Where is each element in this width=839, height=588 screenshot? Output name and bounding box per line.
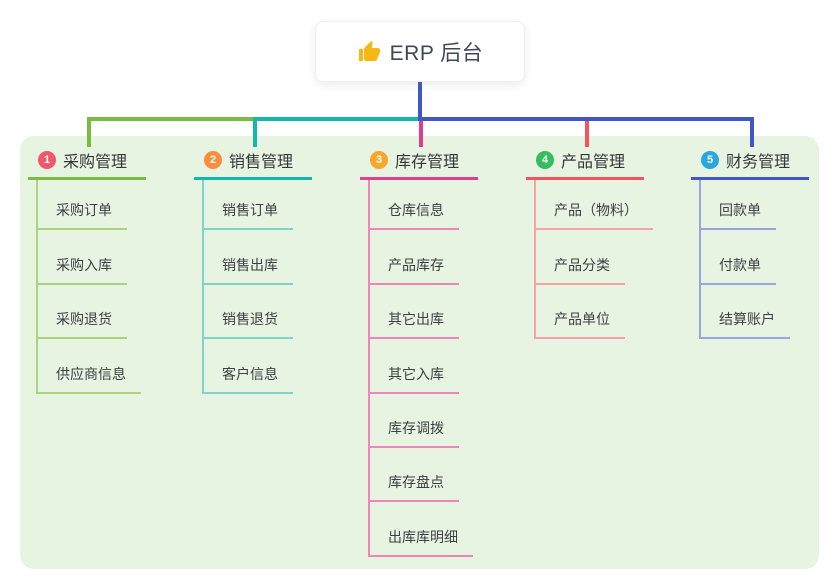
branch-number-badge: 3 xyxy=(370,151,388,169)
child-topic-库存盘点[interactable]: 库存盘点 xyxy=(368,472,459,503)
branch-spine-line xyxy=(534,180,536,340)
child-topic-产品单位[interactable]: 产品单位 xyxy=(534,309,625,340)
child-topic-产品分类[interactable]: 产品分类 xyxy=(534,255,625,285)
branch-spine-line xyxy=(699,180,701,340)
child-topic-row: 出库库明细 xyxy=(360,502,473,557)
child-topic-row: 产品库存 xyxy=(360,230,473,285)
child-topic-row: 采购订单 xyxy=(28,176,141,231)
child-topic-销售订单[interactable]: 销售订单 xyxy=(202,200,293,231)
child-topic-row: 供应商信息 xyxy=(28,339,141,394)
branch-财务管理: 5 财务管理回款单付款单结算账户 xyxy=(691,146,839,340)
child-topic-row: 产品（物料） xyxy=(526,176,653,231)
branch-heading-underline xyxy=(691,177,809,180)
branch-库存管理: 3 库存管理仓库信息产品库存其它出库其它入库库存调拨库存盘点出库库明细 xyxy=(360,146,510,557)
branch-spine-line xyxy=(202,180,204,394)
rail-right xyxy=(417,117,754,121)
branch-heading-label: 财务管理 xyxy=(726,154,791,171)
child-topic-row: 其它入库 xyxy=(360,339,473,394)
child-topic-付款单[interactable]: 付款单 xyxy=(699,255,776,285)
child-topic-row: 产品单位 xyxy=(526,285,653,340)
root-node-erp[interactable]: ERP 后台 xyxy=(315,21,525,82)
child-topic-库存调拨[interactable]: 库存调拨 xyxy=(368,418,459,448)
rail-left-inner xyxy=(253,117,422,121)
child-topic-row: 仓库信息 xyxy=(360,176,473,231)
mindmap-canvas xyxy=(20,136,819,569)
rail-left-outer xyxy=(87,117,257,121)
branch-children: 产品（物料） 产品分类产品单位 xyxy=(526,176,653,340)
child-topic-销售退货[interactable]: 销售退货 xyxy=(202,309,293,340)
child-topic-出库库明细[interactable]: 出库库明细 xyxy=(368,527,473,557)
branch-drop-1 xyxy=(87,117,91,147)
branch-children: 销售订单销售出库销售退货客户信息 xyxy=(194,176,293,394)
branch-heading-underline xyxy=(360,177,478,180)
branch-spine-line xyxy=(36,180,38,394)
child-topic-row: 库存盘点 xyxy=(360,448,473,503)
child-topic-回款单[interactable]: 回款单 xyxy=(699,200,776,231)
branch-heading-4[interactable]: 4 产品管理 xyxy=(536,146,676,174)
child-topic-row: 销售退货 xyxy=(194,285,293,340)
branch-heading-label: 销售管理 xyxy=(229,154,294,171)
branch-heading-underline xyxy=(194,177,312,180)
child-topic-产品库存[interactable]: 产品库存 xyxy=(368,255,459,285)
child-topic-row: 客户信息 xyxy=(194,339,293,394)
branch-heading-label: 库存管理 xyxy=(395,154,460,171)
branch-drop-5 xyxy=(750,121,754,147)
child-topic-row: 销售订单 xyxy=(194,176,293,231)
branch-number-badge: 4 xyxy=(536,151,554,169)
child-topic-仓库信息[interactable]: 仓库信息 xyxy=(368,200,459,231)
branch-spine-line xyxy=(368,180,370,557)
child-topic-row: 采购入库 xyxy=(28,230,141,285)
child-topic-row: 销售出库 xyxy=(194,230,293,285)
branch-heading-2[interactable]: 2 销售管理 xyxy=(204,146,344,174)
child-topic-row: 其它出库 xyxy=(360,285,473,340)
branch-children: 回款单付款单结算账户 xyxy=(691,176,790,340)
branch-heading-underline xyxy=(526,177,644,180)
branch-children: 采购订单采购入库采购退货供应商信息 xyxy=(28,176,141,394)
branch-heading-underline xyxy=(28,177,146,180)
child-topic-row: 产品分类 xyxy=(526,230,653,285)
root-title: ERP 后台 xyxy=(389,41,484,65)
branch-产品管理: 4 产品管理产品（物料） 产品分类产品单位 xyxy=(526,146,676,340)
child-topic-采购入库[interactable]: 采购入库 xyxy=(36,255,127,285)
branch-heading-5[interactable]: 5 财务管理 xyxy=(701,146,839,174)
branch-number-badge: 1 xyxy=(38,151,56,169)
branch-heading-label: 采购管理 xyxy=(63,154,128,171)
branch-number-badge: 5 xyxy=(701,151,719,169)
child-topic-采购退货[interactable]: 采购退货 xyxy=(36,309,127,340)
child-topic-其它入库[interactable]: 其它入库 xyxy=(368,364,459,394)
child-topic-row: 回款单 xyxy=(691,176,790,231)
root-stem xyxy=(417,82,422,121)
branch-销售管理: 2 销售管理销售订单销售出库销售退货客户信息 xyxy=(194,146,344,394)
child-topic-销售出库[interactable]: 销售出库 xyxy=(202,255,293,285)
child-topic-row: 结算账户 xyxy=(691,285,790,340)
branch-采购管理: 1 采购管理采购订单采购入库采购退货供应商信息 xyxy=(28,146,178,394)
child-topic-row: 付款单 xyxy=(691,230,790,285)
child-topic-采购订单[interactable]: 采购订单 xyxy=(36,200,127,231)
branch-children: 仓库信息产品库存其它出库其它入库库存调拨库存盘点出库库明细 xyxy=(360,176,473,557)
branch-drop-2 xyxy=(253,117,257,147)
child-topic-结算账户[interactable]: 结算账户 xyxy=(699,309,790,340)
branch-heading-3[interactable]: 3 库存管理 xyxy=(370,146,510,174)
thumbs-up-shape xyxy=(358,40,380,61)
child-topic-row: 采购退货 xyxy=(28,285,141,340)
child-topic-row: 库存调拨 xyxy=(360,394,473,448)
branch-heading-label: 产品管理 xyxy=(561,154,626,171)
child-topic-其它出库[interactable]: 其它出库 xyxy=(368,309,459,340)
thumbs-up-icon xyxy=(358,40,380,61)
branch-drop-3 xyxy=(419,121,423,147)
child-topic-客户信息[interactable]: 客户信息 xyxy=(202,364,293,394)
branch-number-badge: 2 xyxy=(204,151,222,169)
branch-heading-1[interactable]: 1 采购管理 xyxy=(38,146,178,174)
child-topic-供应商信息[interactable]: 供应商信息 xyxy=(36,364,141,394)
branch-drop-4 xyxy=(585,121,589,147)
child-topic-产品（物料）[interactable]: 产品（物料） xyxy=(534,200,653,231)
